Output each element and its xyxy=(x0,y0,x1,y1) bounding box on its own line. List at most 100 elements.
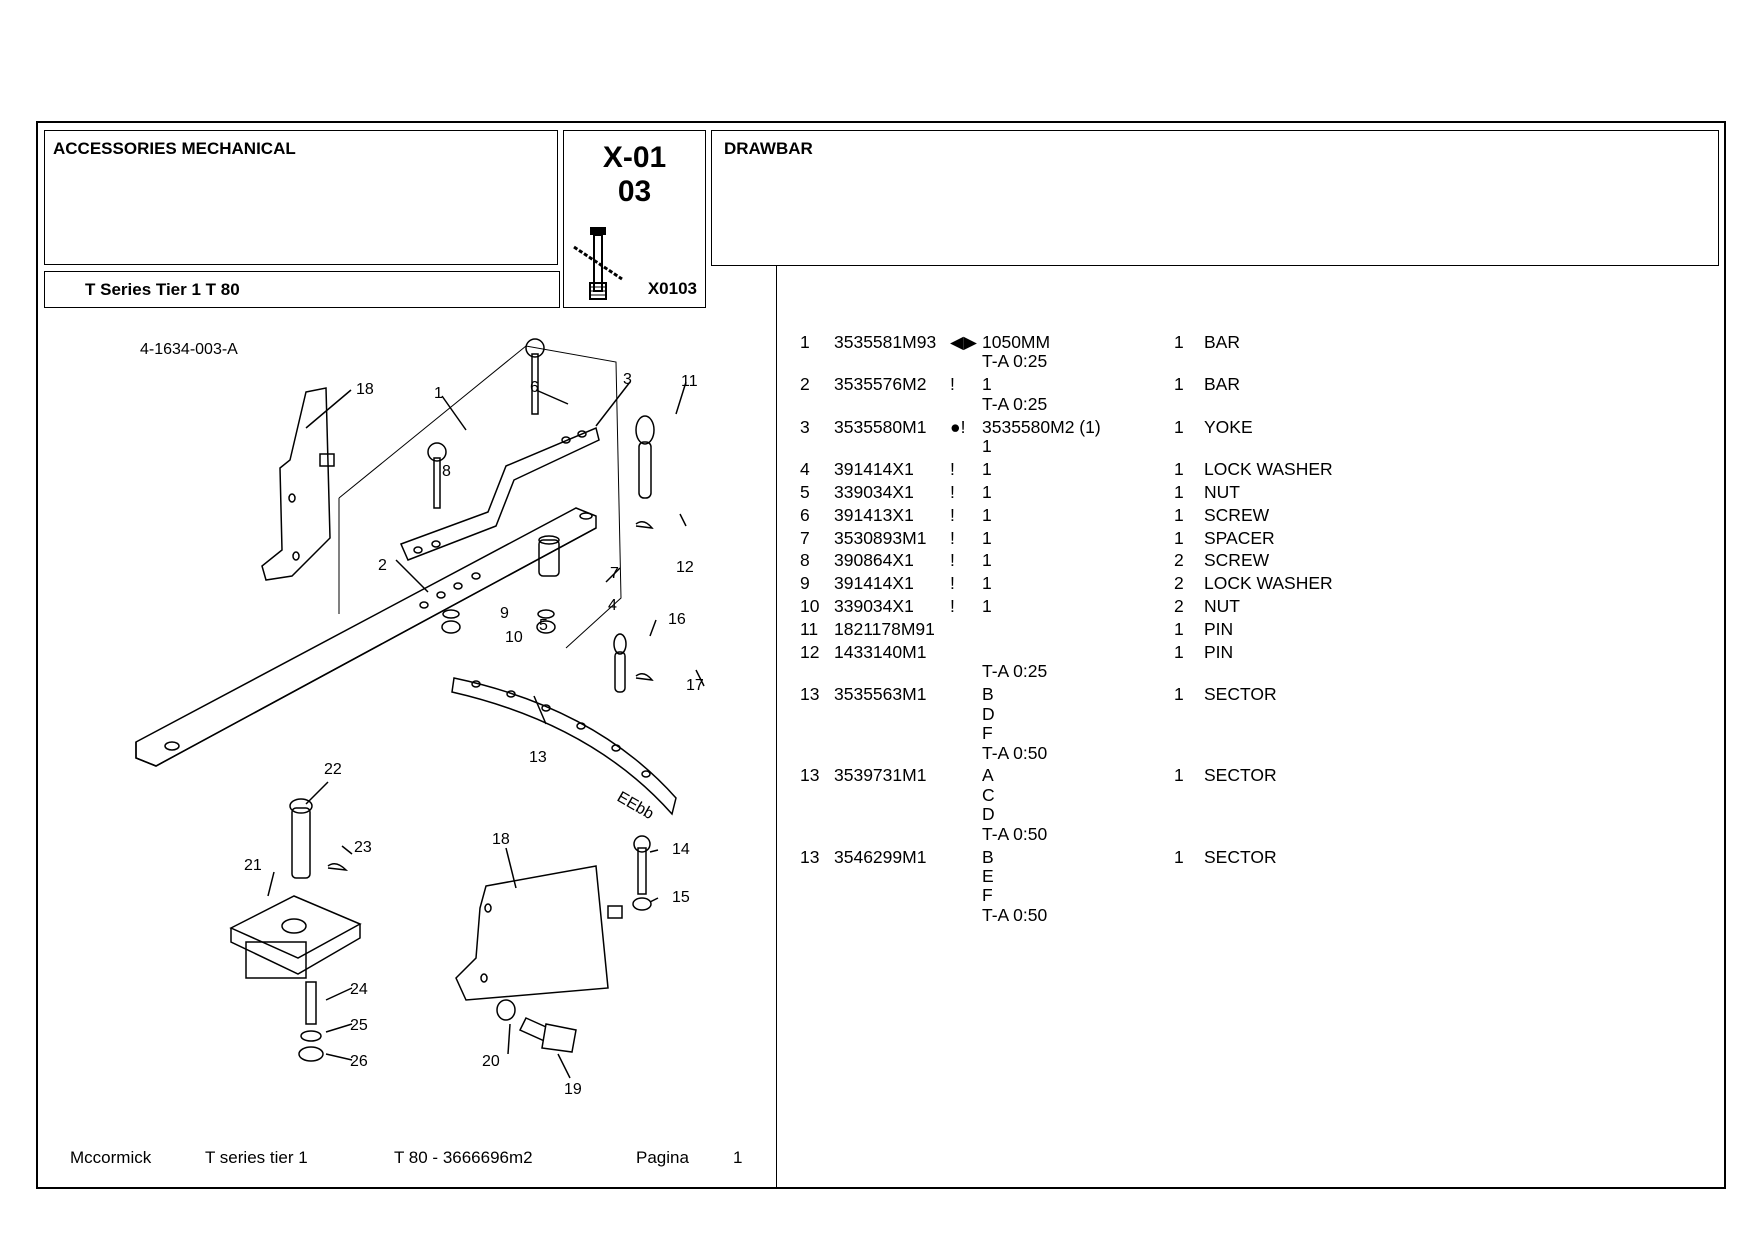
footer-brand: Mccormick xyxy=(70,1148,152,1167)
callout-5: 5 xyxy=(539,617,548,634)
status-marker: ! xyxy=(950,527,955,548)
footer-page-label: Pagina xyxy=(636,1148,689,1167)
column-divider xyxy=(776,266,777,1189)
remark-line: 1 xyxy=(982,527,992,548)
item-number: 5 xyxy=(800,481,810,502)
description: SECTOR xyxy=(1204,846,1277,867)
remark-line: 1 xyxy=(982,481,992,502)
quantity: 1 xyxy=(1174,332,1184,352)
page-code-line1: X-01 xyxy=(602,141,667,174)
quantity: 1 xyxy=(1174,527,1184,548)
part-number: 1821178M91 xyxy=(834,619,935,640)
description: NUT xyxy=(1204,596,1240,617)
remark-line: D xyxy=(982,804,995,825)
description: PIN xyxy=(1204,642,1234,663)
remark-line: 1050MM xyxy=(982,332,1051,352)
part-number: 3535563M1 xyxy=(834,684,927,705)
quantity: 1 xyxy=(1174,481,1184,502)
part-number: 3535580M1 xyxy=(834,416,927,437)
callout-17: 17 xyxy=(686,677,704,694)
part-number: 339034X1 xyxy=(834,596,914,617)
callout-4: 4 xyxy=(608,597,617,614)
remark-line: T-A 0:50 xyxy=(982,742,1048,763)
drawing-number: 4-1634-003-A xyxy=(140,341,238,358)
footer-model: T 80 - 3666696m2 xyxy=(394,1148,533,1167)
callout-18-top: 18 xyxy=(356,381,374,398)
page-code-line2: 03 xyxy=(617,175,652,208)
item-number: 13 xyxy=(800,684,820,705)
remark-line: F xyxy=(982,885,993,906)
description: LOCK WASHER xyxy=(1204,458,1333,479)
item-number: 11 xyxy=(800,619,819,640)
callout-15: 15 xyxy=(672,889,690,906)
remark-line: 1 xyxy=(982,504,992,525)
callout-8: 8 xyxy=(442,463,451,480)
status-marker: ! xyxy=(950,481,955,502)
item-number: 1 xyxy=(800,332,810,352)
remark-line: E xyxy=(982,865,994,886)
description: PIN xyxy=(1204,619,1234,640)
part-number: 3535576M2 xyxy=(834,374,927,395)
description: SCREW xyxy=(1204,550,1270,571)
model-title-box: T Series Tier 1 T 80 xyxy=(44,271,560,308)
remark-line: T-A 0:25 xyxy=(982,351,1048,372)
description: LOCK WASHER xyxy=(1204,573,1333,594)
footer-series: T series tier 1 xyxy=(205,1148,308,1167)
status-marker: ●! xyxy=(950,416,966,437)
remark-line: T-A 0:50 xyxy=(982,823,1048,844)
status-marker: ! xyxy=(950,458,955,479)
item-number: 13 xyxy=(800,846,820,867)
item-number: 12 xyxy=(800,642,820,663)
quantity: 1 xyxy=(1174,504,1184,525)
item-number: 9 xyxy=(800,573,810,594)
remark-line: 1 xyxy=(982,435,992,456)
callout-3: 3 xyxy=(623,371,632,388)
part-number: 391413X1 xyxy=(834,504,914,525)
callout-22: 22 xyxy=(324,761,342,778)
remark-line: B xyxy=(982,684,994,705)
status-marker: ! xyxy=(950,573,955,594)
callout-11: 11 xyxy=(681,373,698,390)
quantity: 1 xyxy=(1174,642,1184,663)
callout-24: 24 xyxy=(350,981,368,998)
part-number: 3535581M93 xyxy=(834,332,937,352)
pin-icon xyxy=(573,227,623,300)
section-title-box: ACCESSORIES MECHANICAL xyxy=(44,130,558,265)
quantity: 1 xyxy=(1174,374,1184,395)
description: SECTOR xyxy=(1204,765,1277,786)
part-number: 391414X1 xyxy=(834,458,914,479)
quantity: 2 xyxy=(1174,550,1184,571)
callout-23: 23 xyxy=(354,839,372,856)
remark-line: T-A 0:50 xyxy=(982,904,1048,925)
callout-1: 1 xyxy=(434,385,443,402)
remark-line: T-A 0:25 xyxy=(982,661,1048,682)
description: SECTOR xyxy=(1204,684,1277,705)
callout-10: 10 xyxy=(505,629,523,646)
parts-row: 5 339034X1! 1 NUT 1 xyxy=(790,482,1690,505)
remark-line: F xyxy=(982,723,993,744)
quantity: 1 xyxy=(1174,416,1184,437)
remark-line: D xyxy=(982,703,995,724)
callout-19: 19 xyxy=(564,1081,582,1098)
item-number: 13 xyxy=(800,765,820,786)
exploded-parts-diagram: 4-1634-003-A 1 2 3 4 5 6 7 8 9 10 11 12 … xyxy=(135,338,705,1098)
item-number: 7 xyxy=(800,527,810,548)
remark-line: 1 xyxy=(982,550,992,571)
callout-20: 20 xyxy=(482,1053,500,1070)
model-title: T Series Tier 1 T 80 xyxy=(85,280,240,299)
callout-25: 25 xyxy=(350,1017,368,1034)
part-number: 339034X1 xyxy=(834,481,914,502)
section-title: ACCESSORIES MECHANICAL xyxy=(53,139,296,158)
part-number: 3530893M1 xyxy=(834,527,927,548)
item-number: 6 xyxy=(800,504,810,525)
description: NUT xyxy=(1204,481,1240,502)
